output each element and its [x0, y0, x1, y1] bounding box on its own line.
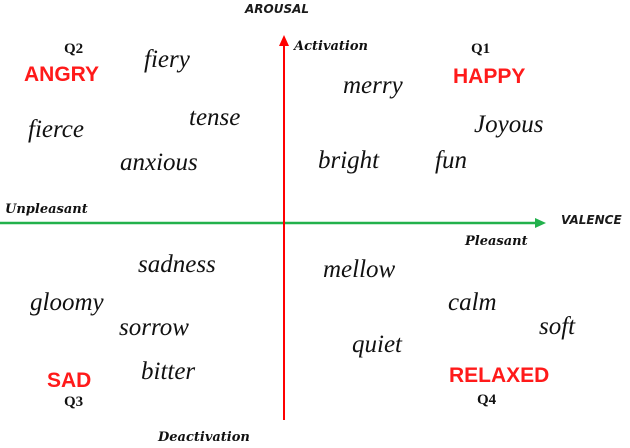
word-calm: calm — [448, 289, 497, 316]
emotion-happy: HAPPY — [453, 65, 526, 88]
word-gloomy: gloomy — [30, 289, 104, 316]
activation-label: Activation — [294, 39, 368, 54]
quadrant-label-q3: Q3 — [64, 394, 84, 410]
word-quiet: quiet — [352, 331, 402, 358]
word-sadness: sadness — [138, 251, 216, 278]
arousal-axis-label: AROUSAL — [245, 2, 310, 16]
unpleasant-label: Unpleasant — [5, 202, 88, 217]
word-joyous: Joyous — [474, 111, 544, 138]
pleasant-label: Pleasant — [465, 234, 528, 249]
emotion-angry: ANGRY — [24, 63, 100, 86]
word-merry: merry — [343, 72, 403, 99]
deactivation-label: Deactivation — [158, 430, 250, 445]
emotion-sad: SAD — [47, 369, 92, 392]
arousal-arrowhead-icon — [279, 35, 289, 46]
quadrant-label-q2: Q2 — [64, 41, 84, 57]
word-soft: soft — [539, 313, 576, 340]
quadrant-label-q1: Q1 — [471, 41, 491, 57]
word-fun: fun — [435, 147, 467, 174]
word-anxious: anxious — [120, 149, 198, 176]
word-mellow: mellow — [323, 256, 396, 283]
word-bright: bright — [318, 147, 380, 174]
valence-arrowhead-icon — [535, 218, 546, 228]
word-fierce: fierce — [28, 116, 84, 143]
word-bitter: bitter — [141, 358, 196, 385]
word-sorrow: sorrow — [119, 314, 189, 341]
word-tense: tense — [189, 104, 241, 131]
emotion-relaxed: RELAXED — [449, 364, 550, 387]
quadrant-label-q4: Q4 — [477, 392, 497, 408]
word-fiery: fiery — [144, 46, 190, 73]
valence-axis-label: VALENCE — [561, 213, 622, 227]
